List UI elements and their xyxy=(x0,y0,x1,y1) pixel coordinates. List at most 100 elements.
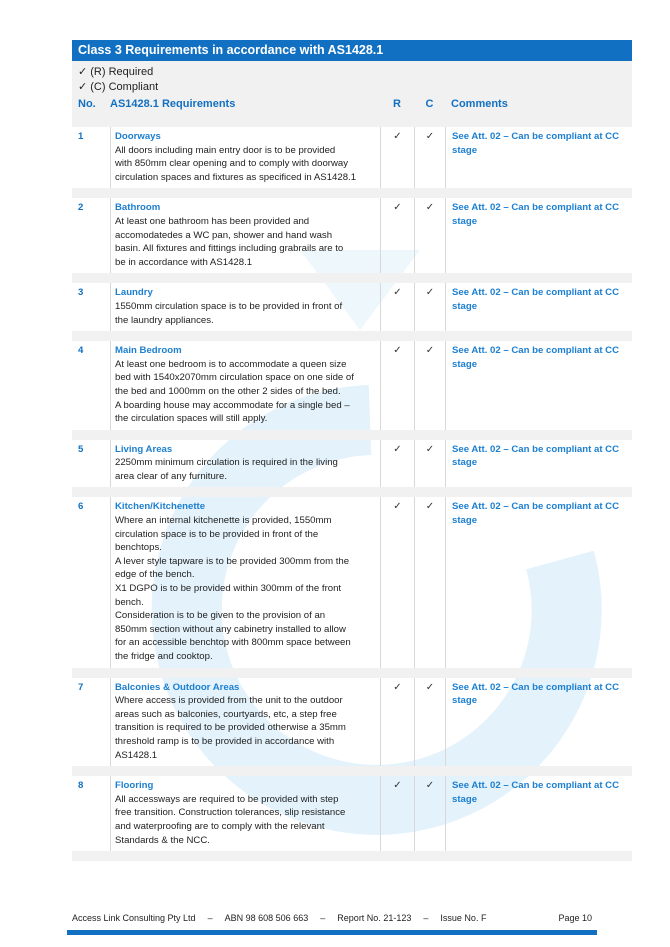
requirement-line: and waterproofing are to comply with the… xyxy=(115,820,325,832)
row-spacer xyxy=(72,429,632,440)
requirement-line: with 850mm clear opening and to comply w… xyxy=(115,158,349,170)
requirement-line: bed with 1540x2070mm circulation space o… xyxy=(115,372,354,384)
comment-line: stage xyxy=(452,358,478,370)
comment-line: See Att. 02 – Can be compliant at CC xyxy=(452,443,620,455)
requirement-heading: Balconies & Outdoor Areas xyxy=(115,681,240,693)
row-spacer xyxy=(72,117,632,127)
compliant-check: ✓ xyxy=(414,677,445,767)
comment-line: See Att. 02 – Can be compliant at CC xyxy=(452,681,620,693)
footer-report: Report No. 21-123 xyxy=(337,913,412,923)
requirement-line: X1 DGPO is to be provided within 300mm o… xyxy=(115,583,342,595)
footer-page: Page 10 xyxy=(558,913,592,923)
requirements-table: Class 3 Requirements in accordance with … xyxy=(72,40,632,862)
page-footer: Access Link Consulting Pty Ltd – ABN 98 … xyxy=(72,913,592,923)
row-number: 2 xyxy=(78,202,84,214)
requirement-line: Standards & the NCC. xyxy=(115,834,210,846)
compliant-check: ✓ xyxy=(414,198,445,274)
required-check: ✓ xyxy=(380,497,414,668)
row-number: 1 xyxy=(78,131,84,142)
comment-line: See Att. 02 – Can be compliant at CC xyxy=(452,131,620,142)
header-no: No. xyxy=(78,98,96,110)
requirement-line: 2250mm minimum circulation is required i… xyxy=(115,457,338,469)
requirement-line: All doors including main entry door is t… xyxy=(115,144,336,156)
footer-abn: ABN 98 608 506 663 xyxy=(224,913,309,923)
requirement-heading: Main Bedroom xyxy=(115,345,182,357)
table-row: 5 Living Areas 2250mm minimum circulation … xyxy=(72,439,632,488)
requirement-line: circulation space is to be provided in f… xyxy=(115,528,319,540)
requirement-line: circulation spaces and fixtures as speci… xyxy=(115,171,357,183)
row-number: 5 xyxy=(78,443,84,455)
comment-line: See Att. 02 – Can be compliant at CC xyxy=(452,202,620,214)
header-requirements: AS1428.1 Requirements xyxy=(110,98,236,110)
row-spacer xyxy=(72,188,632,199)
requirement-line: the bed and 1000mm on the other 2 sides … xyxy=(115,385,341,397)
footer-company: Access Link Consulting Pty Ltd xyxy=(72,913,196,923)
requirement-line: AS1428.1 xyxy=(115,749,158,761)
requirement-heading: Living Areas xyxy=(115,443,173,455)
requirement-line: Consideration is to be given to the prov… xyxy=(115,610,326,622)
comment-line: See Att. 02 – Can be compliant at CC xyxy=(452,345,620,357)
requirement-line: benchtops. xyxy=(115,542,162,554)
compliant-check: ✓ xyxy=(414,127,445,189)
requirement-line: bench. xyxy=(115,596,144,608)
requirement-line: A boarding house may accommodate for a s… xyxy=(115,399,350,411)
requirement-heading: Laundry xyxy=(115,287,153,299)
required-check: ✓ xyxy=(380,677,414,767)
row-spacer xyxy=(72,667,632,678)
footer-sep: – xyxy=(207,913,213,923)
header-comments: Comments xyxy=(451,98,508,110)
row-spacer xyxy=(72,766,632,777)
footer-sep: – xyxy=(423,913,429,923)
requirement-line: be in accordance with AS1428.1 xyxy=(115,256,253,268)
requirement-line: for an accessible benchtop with 800mm sp… xyxy=(115,637,351,649)
requirement-line: basin. All fixtures and fittings includi… xyxy=(115,243,344,255)
row-requirement: Living Areas 2250mm minimum circulation i… xyxy=(110,439,380,488)
compliant-check: ✓ xyxy=(414,439,445,488)
requirement-heading: Bathroom xyxy=(115,202,161,214)
required-check: ✓ xyxy=(380,776,414,852)
requirement-line: the laundry appliances. xyxy=(115,314,214,326)
compliant-check: ✓ xyxy=(414,776,445,852)
row-comment: See Att. 02 – Can be compliant at CC stag… xyxy=(445,127,632,189)
required-check: ✓ xyxy=(380,198,414,274)
requirement-line: accomodatedes a WC pan, shower and hand … xyxy=(115,229,333,241)
requirement-line: 850mm section without any cabinetry inst… xyxy=(115,623,346,635)
comment-line: stage xyxy=(452,300,478,312)
requirement-line: free transition. Construction tolerances… xyxy=(115,807,346,819)
legend-compliant: ✓ (C) Compliant xyxy=(78,81,159,93)
requirement-heading: Doorways xyxy=(115,131,161,142)
row-number: 8 xyxy=(78,780,84,792)
table-header: No. AS1428.1 Requirements R C Comments xyxy=(72,95,632,117)
requirement-line: Where access is provided from the unit t… xyxy=(115,695,343,707)
requirement-line: All accessways are required to be provid… xyxy=(115,793,339,805)
comment-line: See Att. 02 – Can be compliant at CC xyxy=(452,287,620,299)
footer-issue: Issue No. F xyxy=(440,913,487,923)
requirement-line: edge of the bench. xyxy=(115,569,195,581)
required-check: ✓ xyxy=(380,283,414,332)
requirement-line: transition is required to be provided ot… xyxy=(115,722,346,734)
compliant-check: ✓ xyxy=(414,497,445,668)
required-check: ✓ xyxy=(380,439,414,488)
comment-line: stage xyxy=(452,215,478,227)
table-title: Class 3 Requirements in accordance with … xyxy=(72,40,632,61)
comment-line: stage xyxy=(452,144,478,156)
required-check: ✓ xyxy=(380,127,414,189)
requirement-line: area clear of any furniture. xyxy=(115,470,227,482)
row-spacer xyxy=(72,851,632,862)
row-number: 6 xyxy=(78,501,84,513)
